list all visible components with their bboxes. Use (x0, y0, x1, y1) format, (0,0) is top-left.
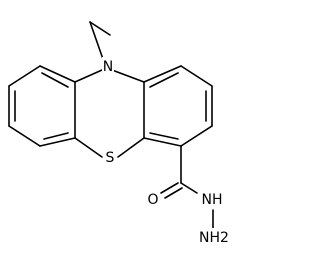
chemical-structure-diagram: N S O NH NH2 (8, 21, 232, 246)
bond-carbonyl-double-a (160, 182, 179, 194)
sulfur-label: S (106, 150, 115, 166)
bond-s-left-ring (74, 137, 103, 158)
bond-right-ring-5 (143, 137, 182, 147)
nitrogen-label: N (103, 59, 113, 75)
bond-left-ring-2 (8, 65, 41, 87)
bond-left-ring-double-1 (41, 72, 69, 88)
bond-ethyl-ch3-ch2 (89, 21, 111, 36)
bond-left-ring-double-3 (43, 132, 69, 140)
nh2-label: NH2 (199, 230, 229, 246)
bond-left-ring-4 (8, 125, 41, 147)
bond-carbonyl-double-b (164, 187, 183, 199)
bond-right-ring-2 (180, 65, 213, 87)
bond-left-ring-1 (39, 65, 76, 83)
bond-ethyl-ch2-n (89, 21, 105, 63)
nh2-label-mask (198, 228, 232, 246)
bond-right-ring-double-3 (149, 132, 179, 140)
bond-n-right-ring (111, 69, 145, 83)
bond-carbonyl-nh (180, 182, 198, 194)
o-label-mask (146, 190, 160, 208)
nh-label-mask (198, 190, 226, 208)
bond-right-ring-double-1 (149, 72, 179, 88)
oxygen-label: O (147, 192, 158, 208)
bond-n-left-ring (74, 69, 103, 83)
nh-label: NH (202, 192, 223, 208)
n-label-mask (102, 57, 114, 75)
s-label-mask (104, 148, 116, 166)
bond-left-ring-5 (39, 137, 76, 147)
bond-right-ring-1 (143, 65, 182, 83)
bond-s-right-ring (117, 137, 145, 158)
bond-right-ring-4 (180, 125, 213, 147)
